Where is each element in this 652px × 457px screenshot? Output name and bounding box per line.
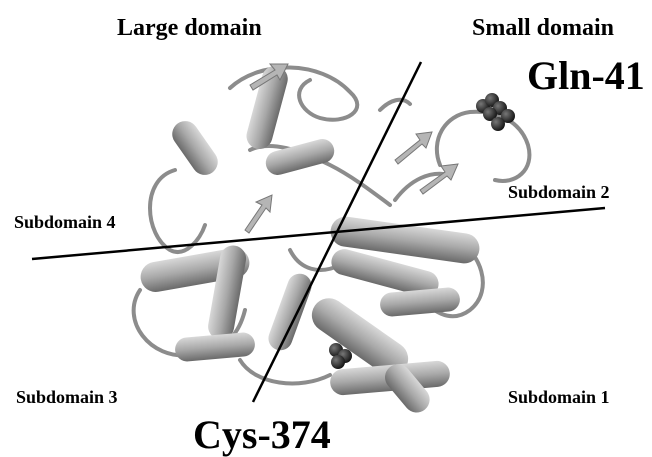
subdomain-1-label: Subdomain 1 [508,388,610,406]
helix [265,270,315,353]
subdomain-2-label: Subdomain 2 [508,183,610,201]
subdomain-4-label: Subdomain 4 [14,213,116,231]
strand-arrow [395,132,432,164]
small-domain-label: Small domain [472,16,614,40]
strand-arrow [245,195,272,233]
helix-cylinders [138,63,481,418]
helix [379,287,461,318]
subdomain-3-label: Subdomain 3 [16,388,118,406]
gln-41-label: Gln-41 [527,56,645,96]
cys-374-label: Cys-374 [193,415,331,455]
gln-41-atoms [476,93,515,131]
large-domain-label: Large domain [117,16,262,40]
strand-arrow [420,164,458,194]
helix [263,136,337,177]
helix [174,332,256,363]
subdomain-divider-line [32,208,605,259]
